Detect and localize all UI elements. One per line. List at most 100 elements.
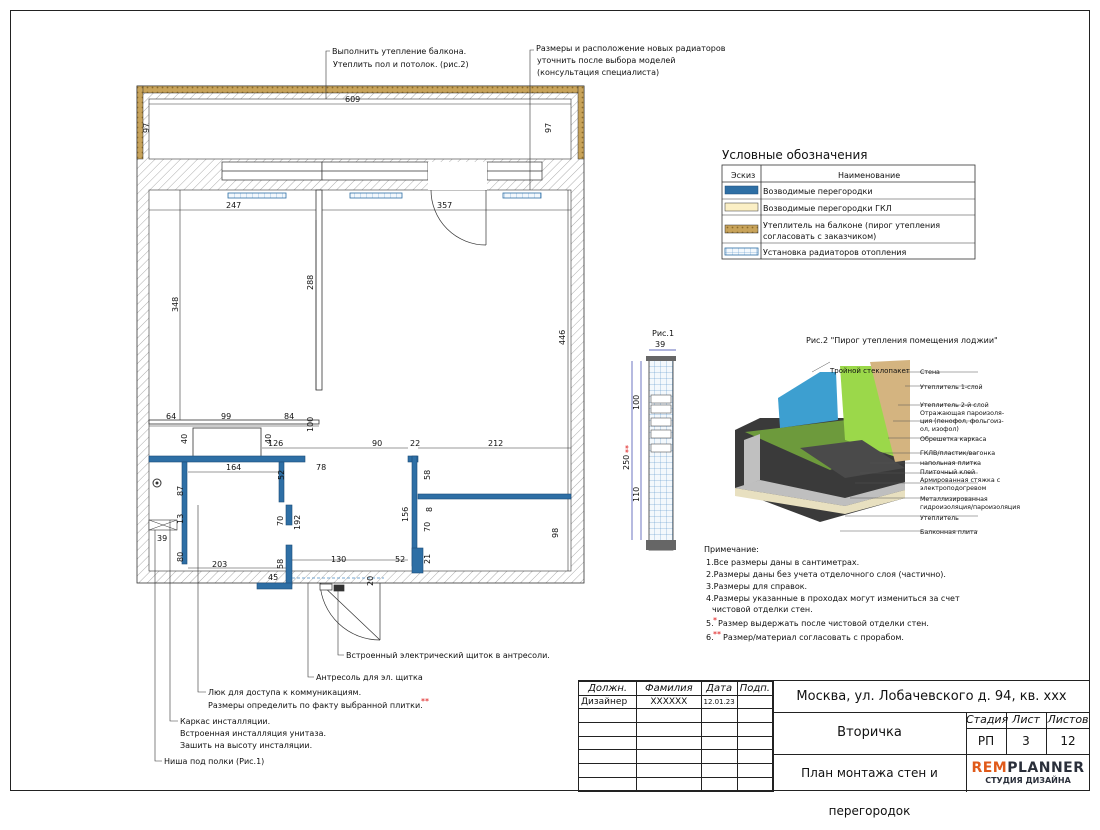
legend-col-name: Наименование bbox=[838, 171, 900, 180]
callout-hatch-mark: ** bbox=[421, 697, 429, 706]
svg-text:212: 212 bbox=[488, 439, 503, 448]
cell-stage: РП bbox=[966, 728, 1007, 754]
svg-text:156: 156 bbox=[401, 507, 410, 522]
svg-text:78: 78 bbox=[316, 463, 326, 472]
svg-text:**: ** bbox=[713, 630, 721, 639]
svg-text:1.Все размеры даны в сантиметр: 1.Все размеры даны в сантиметрах. bbox=[706, 558, 859, 567]
note-balcony-1: Выполнить утепление балкона. bbox=[332, 47, 466, 56]
fig2-label: ГКЛВ/пластик/вагонка bbox=[920, 450, 995, 457]
fig2-label: Отражающая пароизоля- bbox=[920, 410, 1004, 417]
svg-text:90: 90 bbox=[372, 439, 382, 448]
svg-text:39: 39 bbox=[157, 534, 167, 543]
dimension-labels: 609 97 97 247 357 348 288 446 100 64 99 … bbox=[142, 95, 567, 586]
svg-text:13: 13 bbox=[176, 514, 185, 524]
legend-row-gkl: Возводимые перегородки ГКЛ bbox=[763, 204, 892, 213]
cell-position: Дизайнер bbox=[577, 694, 638, 710]
svg-text:52: 52 bbox=[395, 555, 405, 564]
svg-text:97: 97 bbox=[142, 123, 151, 133]
svg-text:87: 87 bbox=[176, 486, 185, 496]
cell-sheets: 12 bbox=[1060, 734, 1076, 748]
project-object: Вторичка bbox=[773, 712, 967, 755]
svg-text:126: 126 bbox=[268, 439, 283, 448]
callout-hatch-2: Размеры определить по факту выбранной пл… bbox=[208, 701, 423, 710]
svg-text:8: 8 bbox=[425, 507, 434, 512]
svg-text:64: 64 bbox=[166, 412, 176, 421]
dimension-lines bbox=[149, 103, 571, 571]
svg-text:288: 288 bbox=[306, 275, 315, 290]
general-notes: Примечание: 1.Все размеры даны в сантиме… bbox=[704, 545, 960, 642]
th-date: Дата bbox=[700, 681, 738, 696]
th-sign: Подп. bbox=[736, 681, 774, 696]
svg-text:2.Размеры даны без учета отдел: 2.Размеры даны без учета отделочного сло… bbox=[706, 570, 946, 579]
fig1-title: Рис.1 bbox=[652, 329, 674, 338]
legend-title: Условные обозначения bbox=[722, 148, 868, 162]
svg-text:192: 192 bbox=[293, 515, 302, 530]
floor-plan-drawing: Выполнить утепление балкона. Утеплить по… bbox=[136, 44, 1020, 766]
svg-text:3.Размеры для справок.: 3.Размеры для справок. bbox=[706, 582, 807, 591]
title-block-main: Москва, ул. Лобачевского д. 94, кв. xxx … bbox=[773, 680, 1090, 818]
note-radiators-1: Размеры и расположение новых радиаторов bbox=[536, 44, 726, 53]
svg-text:130: 130 bbox=[331, 555, 346, 564]
svg-text:40: 40 bbox=[264, 434, 273, 444]
svg-text:20: 20 bbox=[366, 576, 375, 586]
note-balcony-2: Утеплить пол и потолок. (рис.2) bbox=[333, 60, 469, 69]
note-radiators-2: уточнить после выбора моделей bbox=[537, 56, 675, 65]
svg-text:98: 98 bbox=[551, 528, 560, 538]
svg-text:84: 84 bbox=[284, 412, 294, 421]
callout-frame-3: Зашить на высоту инсталяции. bbox=[180, 741, 312, 750]
callout-niche: Ниша под полки (Рис.1) bbox=[164, 757, 264, 766]
cell-surname: XXXXXX bbox=[636, 694, 702, 710]
callout-mezzanine: Антресоль для эл. щитка bbox=[316, 673, 423, 682]
svg-text:45: 45 bbox=[268, 573, 278, 582]
fig2-label: Плиточный клей bbox=[920, 468, 975, 476]
installation-symbols bbox=[148, 478, 178, 531]
fig2-label: Стена bbox=[920, 369, 940, 376]
fig2-title: Рис.2 "Пирог утепления помещения лоджии" bbox=[806, 336, 998, 345]
svg-text:446: 446 bbox=[558, 330, 567, 345]
fig1-niche bbox=[631, 349, 676, 551]
fig2-leaders bbox=[811, 361, 978, 532]
logo-planner: PLANNER bbox=[1007, 760, 1085, 776]
legend-swatch-partition bbox=[724, 185, 759, 195]
svg-text:40: 40 bbox=[180, 434, 189, 444]
svg-text:22: 22 bbox=[410, 439, 420, 448]
fig2-label: ция (пенофол, фольгоиз- bbox=[920, 418, 1004, 425]
callout-electric-shield: Встроенный электрический щиток в антресо… bbox=[346, 651, 550, 660]
callout-hatch-1: Люк для доступа к коммуникациям. bbox=[208, 688, 361, 697]
fig2-label: Обрешетка каркаса bbox=[920, 435, 986, 443]
svg-text:Примечание:: Примечание: bbox=[704, 545, 759, 554]
svg-text:357: 357 bbox=[437, 201, 452, 210]
legend-row-insulation-1: Утеплитель на балконе (пирог утепления bbox=[763, 221, 940, 230]
fig1-dim-total: 250 bbox=[622, 455, 631, 470]
fig1-dim-mark: ** bbox=[624, 445, 633, 453]
svg-text:203: 203 bbox=[212, 560, 227, 569]
drawing-sheet-frame bbox=[10, 10, 1090, 791]
company-logo: REMPLANNER СТУДИЯ ДИЗАЙНА bbox=[966, 754, 1090, 792]
balcony-insulation bbox=[136, 85, 585, 160]
svg-text:247: 247 bbox=[226, 201, 241, 210]
th-sheets: Листов bbox=[1046, 712, 1090, 729]
stage-sheet-block: Стадия Лист Листов РП 3 12 bbox=[966, 712, 1090, 755]
fig2-label: Утеплитель bbox=[920, 515, 959, 522]
balcony-door bbox=[430, 189, 487, 246]
project-address: Москва, ул. Лобачевского д. 94, кв. xxx bbox=[773, 681, 1090, 713]
fig2-label-glass: Тройной стеклопакет bbox=[829, 367, 910, 375]
window-openings bbox=[221, 161, 543, 190]
svg-text:52: 52 bbox=[277, 470, 286, 480]
legend-swatch-gkl bbox=[724, 202, 759, 212]
fig2-label: Балконная плита bbox=[920, 529, 978, 536]
svg-text:100: 100 bbox=[306, 417, 315, 432]
fig2-label: Утеплитель 1-слой bbox=[920, 383, 983, 391]
title-block-signatures: Должн. Фамилия Дата Подп. Дизайнер XXXXX… bbox=[577, 680, 774, 792]
title-block: Должн. Фамилия Дата Подп. Дизайнер XXXXX… bbox=[577, 680, 1090, 818]
fig1-dim-top: 100 bbox=[632, 395, 641, 410]
legend-col-sketch: Эскиз bbox=[731, 171, 755, 180]
svg-text:609: 609 bbox=[345, 95, 360, 104]
svg-text:5.: 5. bbox=[706, 619, 714, 628]
svg-text:99: 99 bbox=[221, 412, 231, 421]
legend-row-radiator: Установка радиаторов отопления bbox=[763, 248, 906, 257]
fig2-label: Армированная стяжка с bbox=[920, 477, 1001, 484]
fig2-label: Утеплитель 2-й слой bbox=[920, 401, 989, 409]
fig2-label: ол, изофол) bbox=[920, 426, 959, 433]
svg-text:80: 80 bbox=[176, 552, 185, 562]
